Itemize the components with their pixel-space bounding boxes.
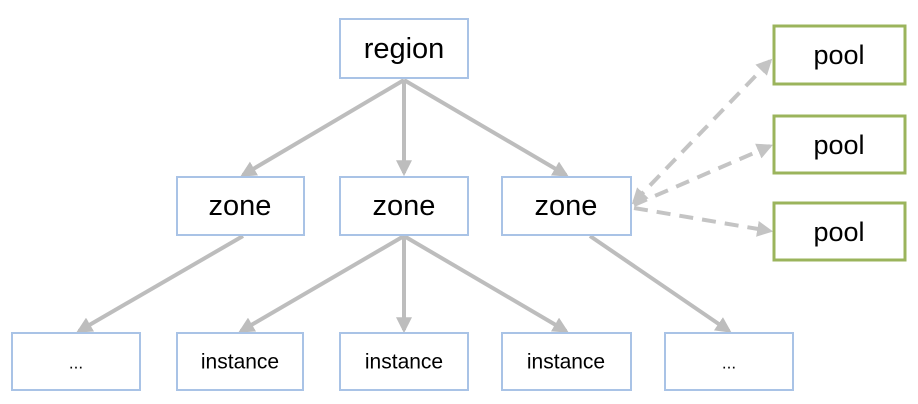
pool-label: pool	[813, 40, 864, 70]
zone-label: zone	[209, 190, 272, 222]
leaf-label: ...	[69, 354, 83, 373]
zone-label: zone	[535, 190, 598, 222]
pool-node-3: pool	[772, 201, 907, 262]
region-node: region	[339, 18, 469, 79]
zone-label: zone	[373, 190, 436, 222]
leaf-node-4: instance	[501, 332, 632, 391]
zone-node-2: zone	[339, 176, 469, 236]
edge-zone-3-leaf-5	[588, 234, 732, 333]
leaf-node-5: ...	[664, 332, 794, 391]
edge-region-zone-3	[402, 78, 569, 177]
leaf-node-3: instance	[339, 332, 469, 391]
leaf-label: instance	[527, 351, 605, 374]
leaf-label: ...	[722, 354, 736, 373]
leaf-label: instance	[365, 351, 443, 374]
edge-zone-1-leaf-1	[76, 234, 245, 333]
edge-zone-3-pool-1	[631, 58, 773, 205]
edge-zone-2-leaf-2	[238, 234, 406, 333]
pool-node-2: pool	[772, 114, 907, 175]
pool-label: pool	[813, 130, 864, 160]
edge-zone-3-pool-3	[633, 206, 774, 237]
pool-label: pool	[813, 217, 864, 247]
edge-region-zone-1	[240, 78, 406, 177]
leaf-node-1: ...	[11, 332, 141, 391]
leaf-node-2: instance	[176, 332, 304, 391]
edge-zone-2-leaf-4	[402, 234, 569, 333]
leaf-label: instance	[201, 351, 279, 374]
edges	[76, 58, 774, 334]
zone-node-3: zone	[501, 176, 632, 236]
zone-node-1: zone	[176, 176, 305, 236]
region-label: region	[364, 33, 445, 65]
edge-zone-3-pool-2	[633, 143, 773, 207]
pool-node-1: pool	[772, 24, 907, 86]
